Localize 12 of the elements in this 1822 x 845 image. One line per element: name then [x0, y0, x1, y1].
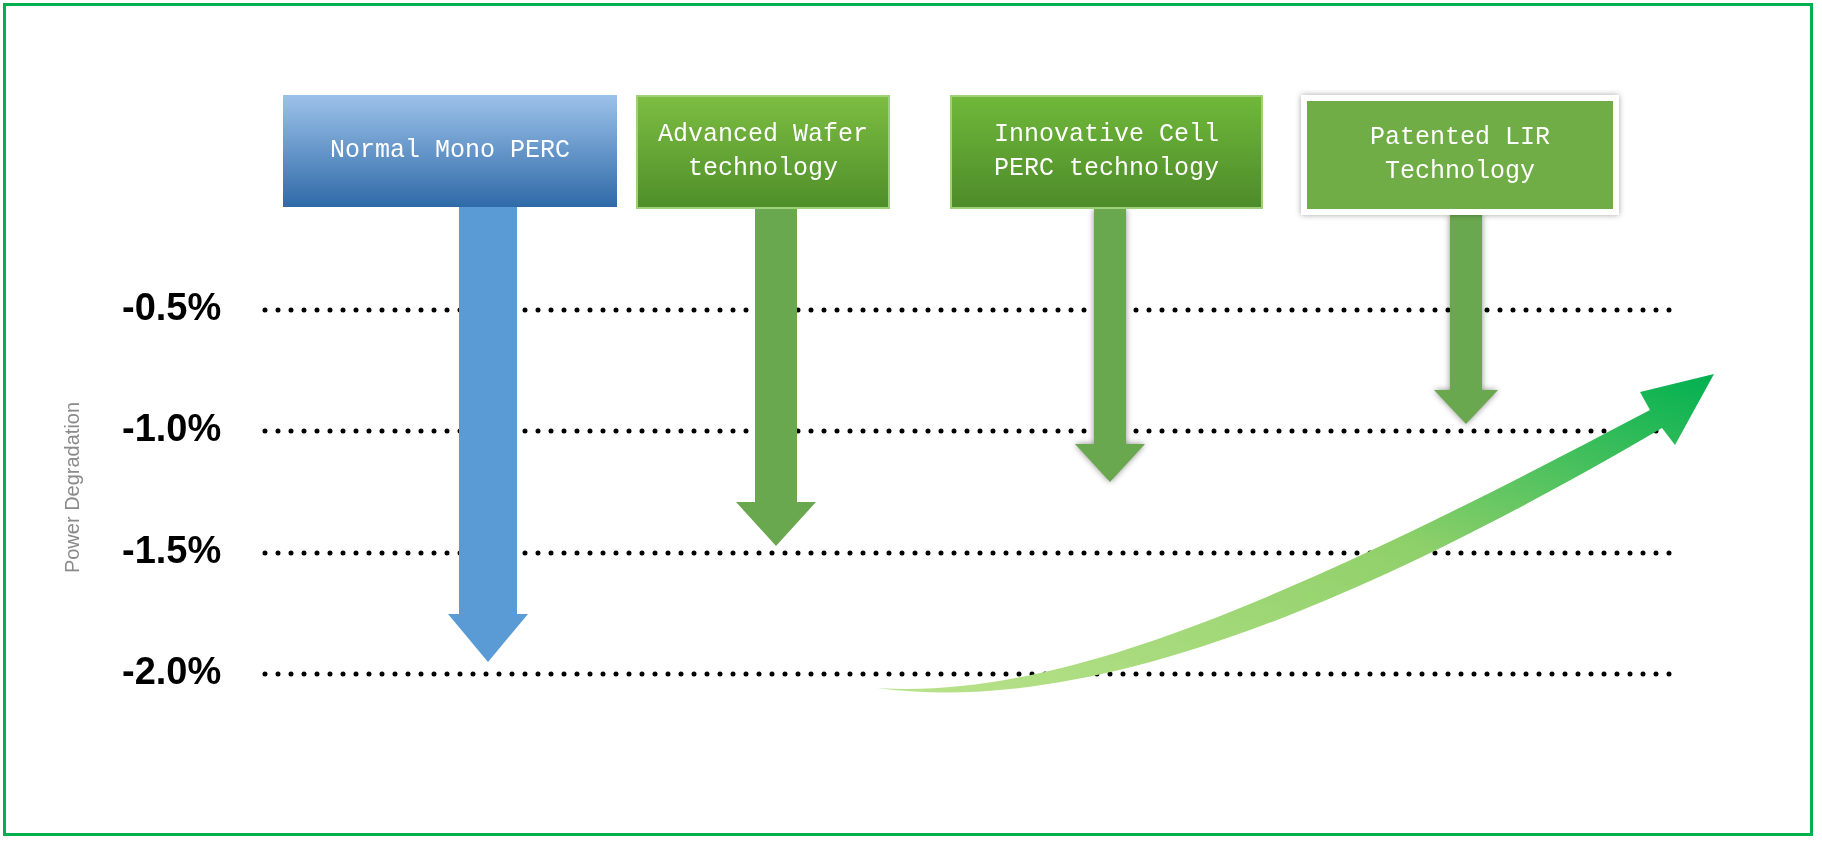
- technology-box: Normal Mono PERC: [283, 95, 617, 207]
- axis-tick-label: -2.0%: [122, 650, 222, 693]
- arrow: [448, 207, 528, 662]
- axis-tick-label: -1.0%: [122, 407, 222, 450]
- arrow: [736, 209, 816, 546]
- technology-box: Advanced Wafer technology: [636, 95, 890, 209]
- arrow: [1075, 209, 1145, 482]
- technology-box: Innovative Cell PERC technology: [950, 95, 1263, 209]
- axis-title: Power Degradation: [60, 400, 84, 576]
- axis-tick-label: -1.5%: [122, 529, 222, 572]
- arrow: [1434, 215, 1498, 424]
- axis-tick-label: -0.5%: [122, 286, 222, 329]
